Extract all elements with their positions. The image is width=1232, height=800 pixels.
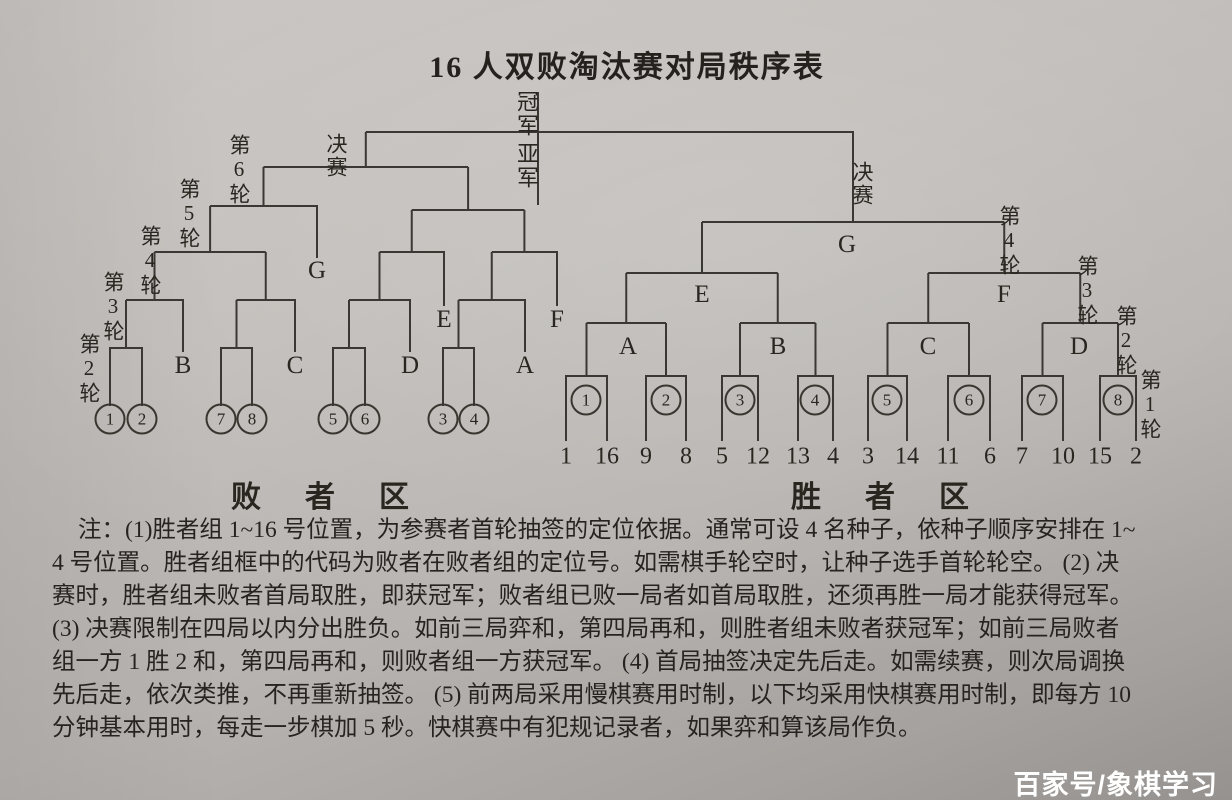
seed-number: 12 <box>746 443 770 470</box>
match-letter: D <box>1069 333 1089 360</box>
seed-number: 8 <box>680 443 692 470</box>
match-code: 4 <box>799 384 831 416</box>
match-code: 8 <box>236 403 268 435</box>
match-code: 7 <box>205 403 237 435</box>
runner-up-label: 亚军 <box>514 142 539 190</box>
seed-number: 14 <box>895 443 919 470</box>
notes-line: 组一方 1 胜 2 和，第四局再和，则败者组一方获冠军。 (4) 首局抽签决定先… <box>52 649 1126 675</box>
loser-zone-label: 败者区 <box>231 481 453 514</box>
bracket-lines <box>109 92 1137 441</box>
match-letter: G <box>307 257 327 284</box>
notes-line: (3) 决赛限制在四局以内分出胜负。如前三局弈和，第四局再和，则胜者组未败者获冠… <box>52 616 1120 642</box>
match-letter: E <box>694 281 710 308</box>
match-code: 2 <box>126 403 158 435</box>
seed-number: 7 <box>1016 443 1028 470</box>
left-round-label: 第5轮 <box>177 178 201 250</box>
seed-number: 11 <box>936 443 960 470</box>
match-letter: B <box>174 352 192 379</box>
match-letter: C <box>286 352 304 379</box>
seed-number: 15 <box>1088 443 1112 470</box>
match-letter: A <box>515 352 535 379</box>
champion-label: 冠军 <box>514 90 539 138</box>
match-code: 6 <box>349 403 381 435</box>
match-letter: F <box>550 306 564 333</box>
seed-number: 16 <box>595 443 619 470</box>
page-title: 16 人双败淘汰赛对局秩序表 <box>429 51 825 84</box>
watermark: 百家号/象棋学习 <box>1013 770 1218 800</box>
notes-line: 先后走，依次类推，不再重新抽签。 (5) 前两局采用慢棋赛用时制，以下均采用快棋… <box>52 682 1132 708</box>
right-round-label: 第4轮 <box>997 205 1021 277</box>
match-code: 2 <box>650 384 682 416</box>
notes-line: 注：(1)胜者组 1~16 号位置，为参赛者首轮抽签的定位依据。通常可设 4 名… <box>78 517 1136 543</box>
match-code: 3 <box>724 384 756 416</box>
left-round-label: 第2轮 <box>77 333 101 405</box>
seed-number: 5 <box>716 443 728 470</box>
notes-line: 分钟基本用时，每走一步棋加 5 秒。快棋赛中有犯规记录者，如果弈和算该局作负。 <box>52 715 922 741</box>
seed-number: 4 <box>827 443 839 470</box>
seed-number: 6 <box>984 443 996 470</box>
match-code: 1 <box>94 403 126 435</box>
match-letter: D <box>400 352 420 379</box>
seed-number: 9 <box>640 443 652 470</box>
match-letter: F <box>997 281 1011 308</box>
match-letter: E <box>436 306 452 333</box>
match-letter: G <box>837 231 857 258</box>
notes-line: 赛时，胜者组未败者首局取胜，即获冠军；败者组已败一局者如首局取胜，还须再胜一局才… <box>52 583 1133 609</box>
match-letter: A <box>618 333 638 360</box>
left-round-label: 第4轮 <box>138 225 162 297</box>
match-code: 6 <box>953 384 985 416</box>
match-code: 5 <box>871 384 903 416</box>
notes-line: 4 号位置。胜者组框中的代码为败者在败者组的定位号。如需棋手轮空时，让种子选手首… <box>52 550 1120 576</box>
match-code: 1 <box>570 384 602 416</box>
left-round-label: 第6轮 <box>227 134 251 206</box>
match-code: 5 <box>317 403 349 435</box>
seed-number: 2 <box>1130 443 1142 470</box>
match-letter: B <box>769 333 787 360</box>
notes-section: 注：(1)胜者组 1~16 号位置，为参赛者首轮抽签的定位依据。通常可设 4 名… <box>52 514 1207 745</box>
seed-number: 1 <box>560 443 572 470</box>
final-label-right: 决赛 <box>850 161 874 207</box>
match-code: 7 <box>1026 384 1058 416</box>
right-round-label: 第2轮 <box>1114 305 1138 377</box>
seed-number: 13 <box>786 443 810 470</box>
match-code: 8 <box>1102 384 1134 416</box>
winner-zone-label: 胜者区 <box>791 481 1013 514</box>
right-round-label: 第1轮 <box>1138 369 1162 441</box>
right-round-label: 第3轮 <box>1075 255 1099 327</box>
match-code: 3 <box>427 403 459 435</box>
match-letter: C <box>919 333 937 360</box>
left-round-label: 第3轮 <box>101 271 125 343</box>
seed-number: 3 <box>862 443 874 470</box>
match-code: 4 <box>458 403 490 435</box>
seed-number: 10 <box>1051 443 1075 470</box>
final-label-left: 决赛 <box>324 133 348 179</box>
